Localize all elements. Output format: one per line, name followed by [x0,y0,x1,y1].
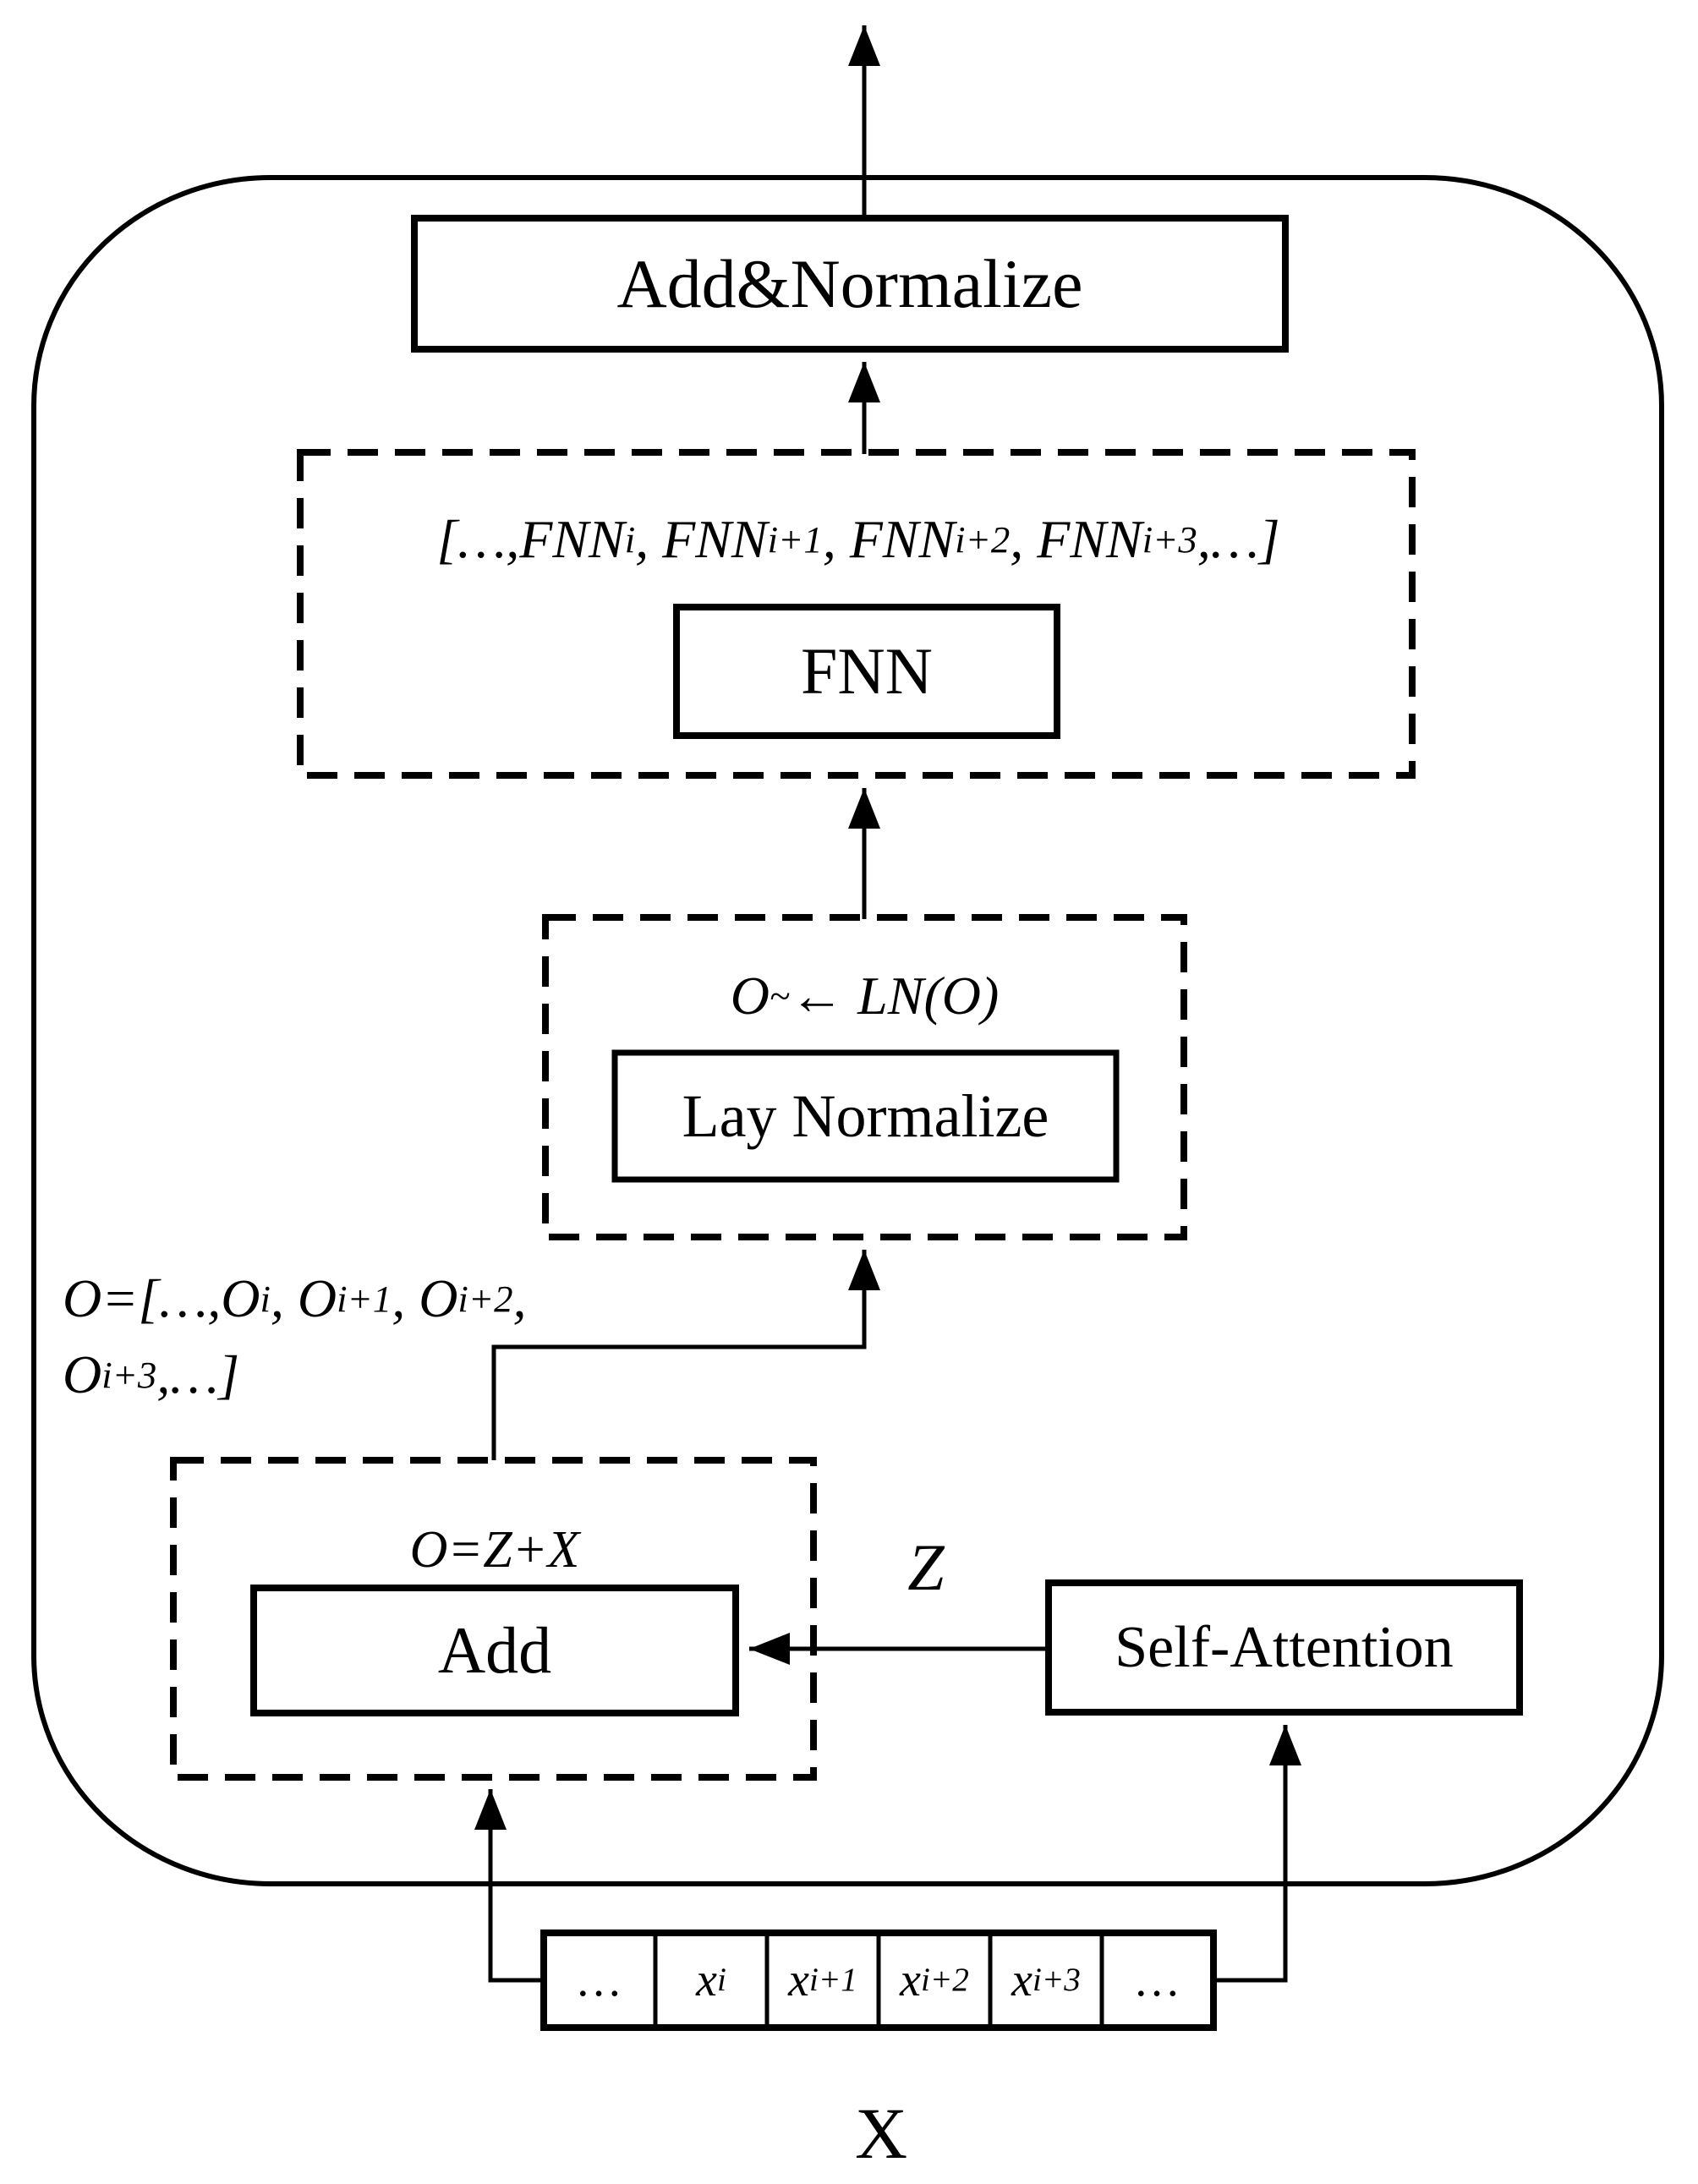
input-to-selfattention-arrow [1213,1725,1301,1983]
lay-normalize-label: Lay Normalize [682,1082,1049,1150]
layer-norm-formula: O~ ← LN(O) [730,966,1000,1026]
fnn-box [673,604,1060,739]
add-group-dashed-box [170,1457,817,1781]
sequence-cell-ellipsis-left: … [578,1954,621,2006]
fnn-label: FNN [800,634,934,708]
add-to-laynorm-elbow-arrow [491,1250,880,1460]
add-label: Add [437,1613,552,1687]
self-attention-label: Self-Attention [1115,1614,1454,1680]
laynorm-group-dashed-box [542,914,1187,1240]
input-to-add-arrow [474,1789,545,1983]
add-formula: O=Z+X [409,1521,580,1579]
add-normalize-box [411,215,1289,353]
add-box [250,1585,739,1716]
sequence-cell-ellipsis-right: … [1137,1954,1179,2006]
z-label: Z [907,1530,945,1604]
fnn-group-dashed-box [297,449,1416,779]
encoder-block-container [31,175,1664,1886]
lay-normalize-box [611,1049,1120,1183]
x-input-label: X [854,2093,908,2174]
add-normalize-label: Add&Normalize [616,244,1083,322]
